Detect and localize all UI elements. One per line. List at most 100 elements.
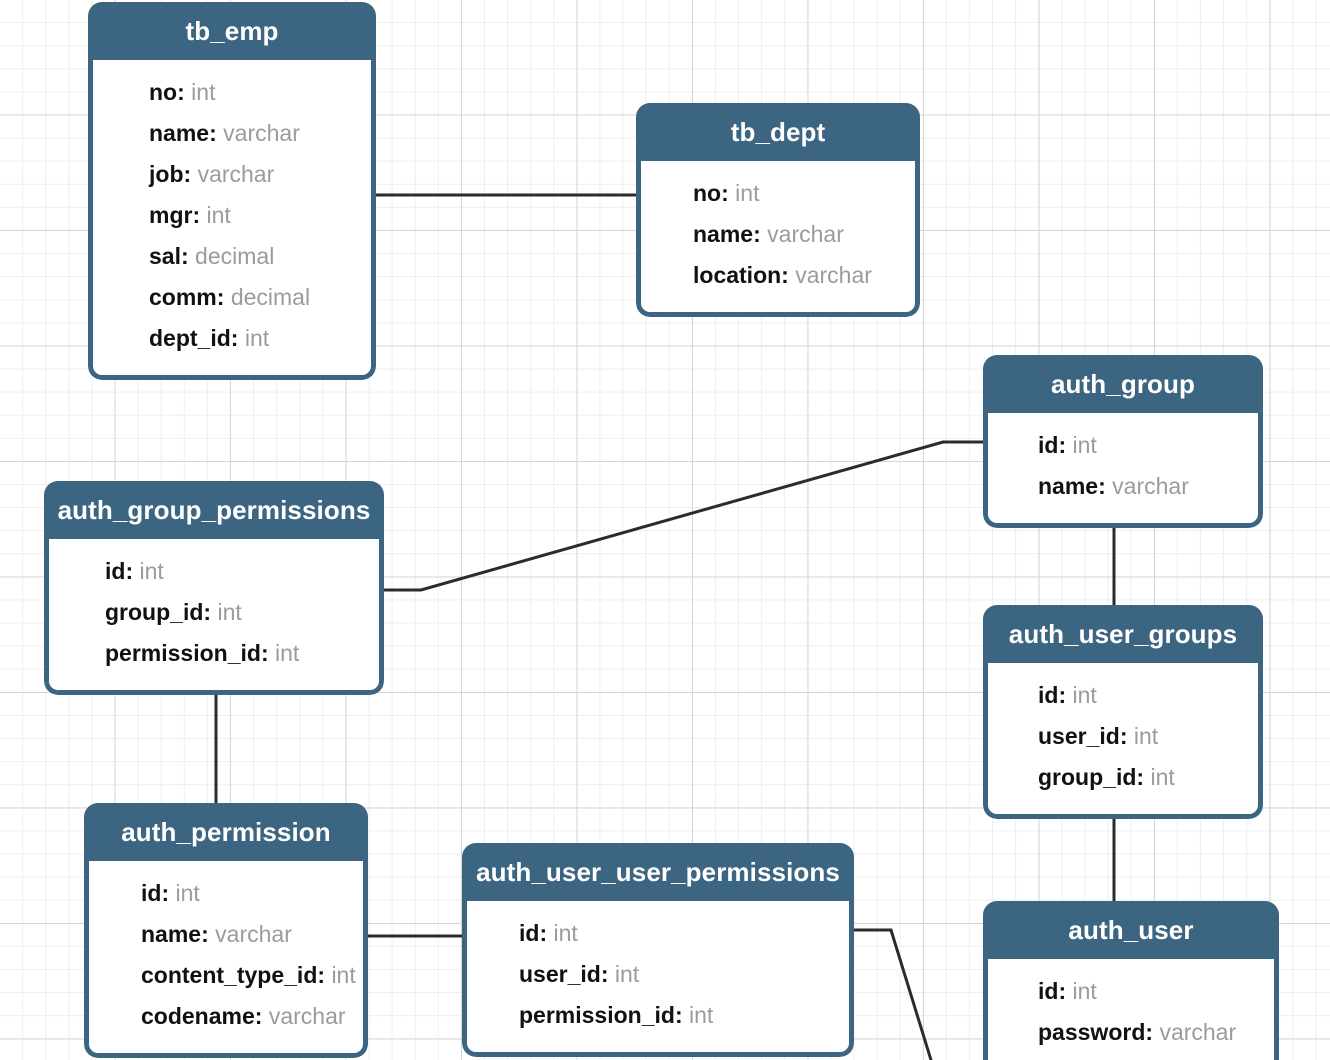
field-separator: : [753, 221, 768, 247]
field-type: varchar [197, 161, 275, 187]
field-type: varchar [1112, 473, 1189, 499]
field-name: mgr [149, 202, 193, 228]
field-separator: : [1058, 682, 1073, 708]
field-type: int [244, 325, 270, 351]
entity-title-tb_emp: tb_emp [88, 2, 376, 60]
field-name: id [141, 880, 162, 906]
field-separator: : [674, 1002, 689, 1028]
field-row: id: int [988, 425, 1258, 466]
field-name: id [1038, 978, 1059, 1004]
field-separator: : [177, 79, 192, 105]
field-name: job [149, 161, 184, 187]
entity-title-auth_user_groups: auth_user_groups [983, 605, 1263, 663]
field-row: user_id: int [988, 716, 1258, 757]
field-row: job: varchar [93, 154, 371, 195]
field-name: password [1038, 1019, 1146, 1045]
field-name: no [693, 180, 722, 206]
field-separator: : [1098, 473, 1113, 499]
field-type: varchar [223, 120, 300, 146]
field-separator: : [125, 558, 140, 584]
field-type: varchar [795, 262, 872, 288]
field-separator: : [721, 180, 736, 206]
field-separator: : [260, 640, 275, 666]
field-separator: : [254, 1003, 269, 1029]
field-type: int [331, 962, 356, 988]
field-name: user_id [1038, 723, 1120, 749]
field-type: int [735, 180, 760, 206]
field-separator: : [781, 262, 796, 288]
field-name: permission_id [105, 640, 261, 666]
field-separator: : [161, 880, 176, 906]
field-separator: : [230, 325, 245, 351]
field-row: id: int [467, 913, 849, 954]
field-row: id: int [988, 675, 1258, 716]
field-row: name: varchar [89, 914, 363, 955]
field-type: varchar [268, 1003, 346, 1029]
field-row: name: varchar [641, 214, 915, 255]
field-row: id: int [89, 873, 363, 914]
field-row: password: varchar [988, 1012, 1274, 1053]
field-name: name [149, 120, 210, 146]
field-separator: : [1136, 764, 1151, 790]
field-name: dept_id [149, 325, 231, 351]
field-row: sal: decimal [93, 236, 371, 277]
entity-title-auth_group_permissions: auth_group_permissions [44, 481, 384, 539]
entity-title-auth_user: auth_user [983, 901, 1279, 959]
field-row: permission_id: int [467, 995, 849, 1036]
field-type: int [1072, 978, 1097, 1004]
field-row: comm: decimal [93, 277, 371, 318]
field-name: group_id [105, 599, 204, 625]
field-row: mgr: int [93, 195, 371, 236]
field-row: no: int [641, 173, 915, 214]
relationship-auth_user_user_permissions-to-auth_user[interactable] [851, 928, 933, 1060]
field-name: id [1038, 432, 1059, 458]
field-row: id: int [988, 971, 1274, 1012]
field-row: location: varchar [641, 255, 915, 296]
field-type: int [1072, 432, 1097, 458]
field-type: int [689, 1002, 714, 1028]
field-name: name [141, 921, 202, 947]
field-type: int [553, 920, 578, 946]
field-type: int [275, 640, 300, 666]
field-type: varchar [767, 221, 844, 247]
entity-title-auth_group: auth_group [983, 355, 1263, 413]
field-row: name: varchar [988, 466, 1258, 507]
field-separator: : [203, 599, 218, 625]
field-row: last_login: datetime [988, 1053, 1274, 1060]
field-separator: : [1058, 978, 1073, 1004]
field-row: name: varchar [93, 113, 371, 154]
field-separator: : [209, 120, 224, 146]
field-type: varchar [1159, 1019, 1237, 1045]
field-separator: : [600, 961, 615, 987]
field-separator: : [539, 920, 554, 946]
field-separator: : [201, 921, 216, 947]
field-separator: : [317, 962, 332, 988]
field-name: content_type_id [141, 962, 318, 988]
entity-title-tb_dept: tb_dept [636, 103, 920, 161]
relationship-auth_group_permissions-to-auth_group[interactable] [383, 440, 985, 592]
field-separator: : [216, 284, 231, 310]
field-name: id [519, 920, 540, 946]
field-row: content_type_id: int [89, 955, 363, 996]
field-separator: : [1119, 723, 1134, 749]
field-name: permission_id [519, 1002, 675, 1028]
field-type: int [206, 202, 231, 228]
field-name: codename [141, 1003, 255, 1029]
field-separator: : [1058, 432, 1073, 458]
